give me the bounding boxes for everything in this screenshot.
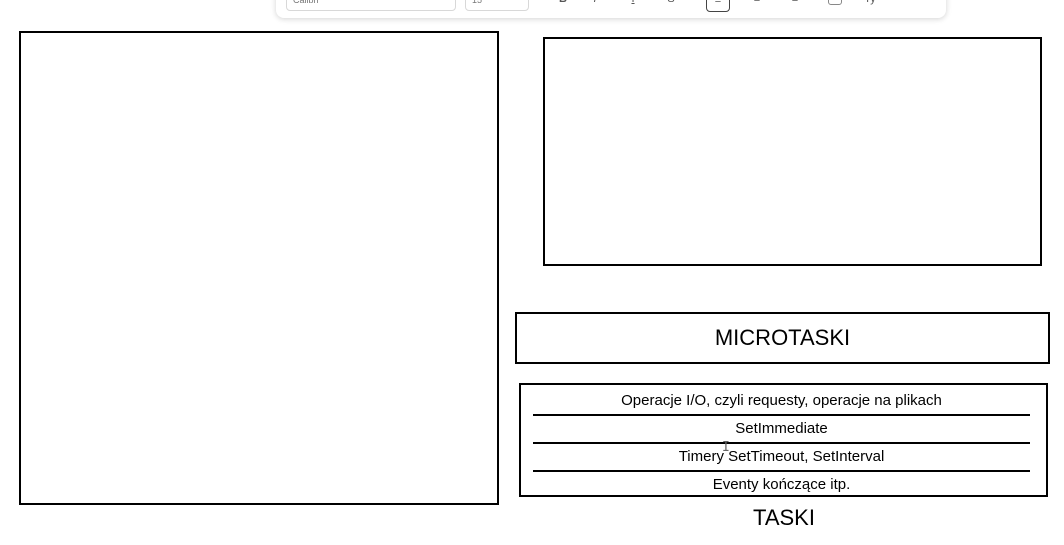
tasks-list-box[interactable]: Operacje I/O, czyli requesty, operacje n… — [519, 383, 1048, 497]
tasks-label: TASKI — [753, 505, 815, 530]
formatting-toolbar: Calibri 15 B I I S ≡ ≡ ≡ Ty — [276, 0, 946, 18]
task-row: SetImmediate — [533, 416, 1030, 444]
strikethrough-icon[interactable]: S — [664, 0, 678, 6]
left-box[interactable] — [19, 31, 499, 505]
underline-icon[interactable]: I — [626, 0, 640, 6]
align-center-icon[interactable]: ≡ — [750, 0, 764, 6]
font-size-select[interactable]: 15 — [465, 0, 529, 11]
italic-icon[interactable]: I — [588, 0, 602, 6]
task-row: Eventy kończące itp. — [712, 476, 851, 493]
text-cursor-icon: I — [722, 440, 730, 455]
top-right-box[interactable] — [543, 37, 1042, 266]
task-row: Timery SetTimeout, SetInterval — [533, 444, 1030, 472]
microtasks-label: MICROTASKI — [714, 325, 851, 350]
align-right-icon[interactable]: ≡ — [788, 0, 802, 6]
task-row: Operacje I/O, czyli requesty, operacje n… — [533, 388, 1030, 416]
more-icon[interactable]: Ty — [860, 0, 880, 6]
font-family-select[interactable]: Calibri — [286, 0, 456, 11]
microtasks-box[interactable]: MICROTASKI — [515, 312, 1050, 364]
bold-icon[interactable]: B — [556, 0, 570, 6]
checkbox-icon[interactable] — [828, 0, 842, 5]
align-left-icon[interactable]: ≡ — [706, 0, 730, 12]
